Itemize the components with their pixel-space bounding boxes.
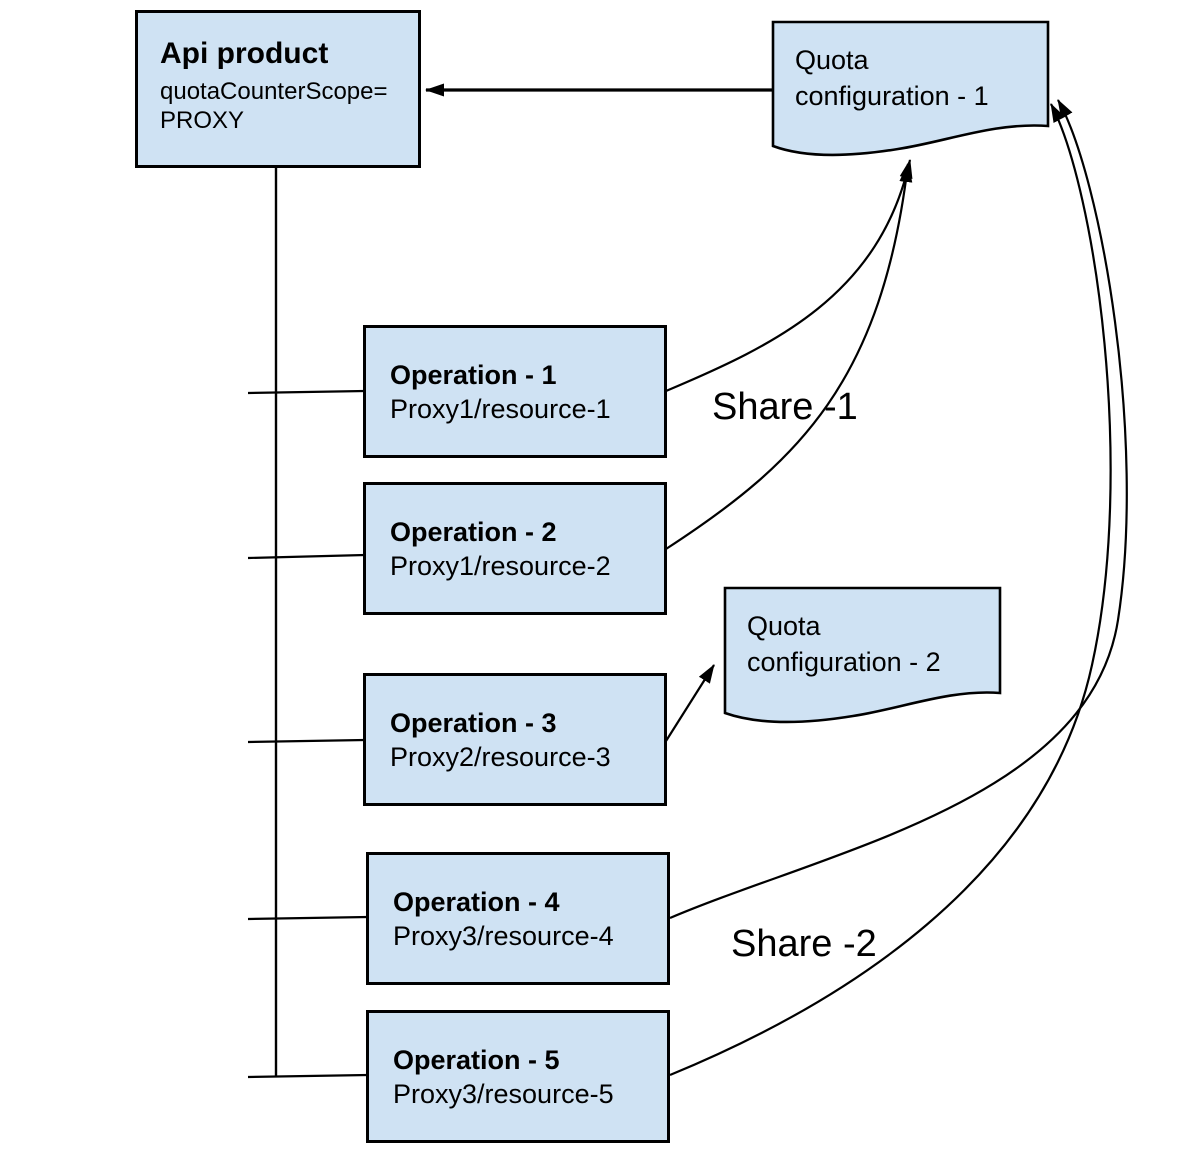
operation-4-title: Operation - 4 bbox=[393, 886, 560, 917]
operation-3-title: Operation - 3 bbox=[390, 707, 557, 738]
operation-2-node: Operation - 2 Proxy1/resource-2 bbox=[363, 482, 667, 615]
operation-1-title: Operation - 1 bbox=[390, 359, 557, 390]
quota-config-1-shape bbox=[771, 20, 1050, 157]
connector-op5-to-quota1 bbox=[669, 103, 1112, 1077]
branch-to-operation-5 bbox=[247, 1073, 369, 1079]
branch-to-operation-4 bbox=[247, 915, 369, 921]
operation-3-path: Proxy2/resource-3 bbox=[390, 741, 611, 772]
api-product-scope-label: quotaCounterScope= bbox=[160, 78, 388, 105]
operation-1-node: Operation - 1 Proxy1/resource-1 bbox=[363, 325, 667, 458]
quota-config-2-shape bbox=[723, 586, 1002, 724]
operation-1-path: Proxy1/resource-1 bbox=[390, 393, 611, 424]
operation-2-title: Operation - 2 bbox=[390, 516, 557, 547]
api-product-scope-value: PROXY bbox=[160, 107, 245, 134]
operation-5-path: Proxy3/resource-5 bbox=[393, 1078, 614, 1109]
api-product-title: Api product bbox=[160, 37, 329, 70]
operation-4-node: Operation - 4 Proxy3/resource-4 bbox=[366, 852, 670, 985]
connector-op4-to-quota1 bbox=[669, 99, 1128, 920]
operation-5-node: Operation - 5 Proxy3/resource-5 bbox=[366, 1010, 670, 1143]
branch-to-operation-3 bbox=[247, 738, 366, 744]
connector-op2-to-quota1 bbox=[665, 163, 913, 550]
share-1-label: Share -1 bbox=[712, 386, 858, 428]
operation-4-path: Proxy3/resource-4 bbox=[393, 920, 614, 951]
operation-2-path: Proxy1/resource-2 bbox=[390, 550, 611, 581]
operation-5-title: Operation - 5 bbox=[393, 1044, 560, 1075]
share-2-label: Share -2 bbox=[731, 923, 877, 965]
operation-3-node: Operation - 3 Proxy2/resource-3 bbox=[363, 673, 667, 806]
connector-op3-to-quota2 bbox=[665, 664, 715, 742]
connector-op1-to-quota1 bbox=[665, 159, 913, 393]
quota-config-2-label: Quota configuration - 2 bbox=[747, 611, 941, 677]
api-product-node: Api product quotaCounterScope= PROXY bbox=[135, 10, 421, 168]
branch-to-operation-2 bbox=[247, 553, 366, 560]
branch-to-operation-1 bbox=[247, 389, 366, 395]
quota-config-1-label: Quota configuration - 1 bbox=[795, 45, 989, 111]
